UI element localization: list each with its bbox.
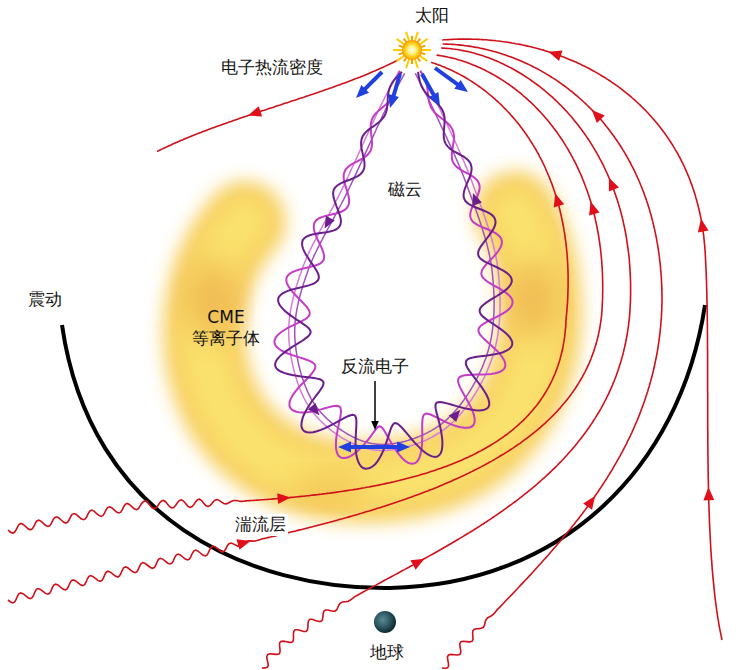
arrowhead bbox=[698, 219, 709, 233]
counterstreaming-label: 反流电子 bbox=[341, 356, 409, 377]
flux-rope bbox=[274, 71, 512, 469]
arrow-line bbox=[435, 68, 460, 86]
arrowhead bbox=[592, 110, 605, 123]
arrowhead bbox=[388, 94, 398, 108]
shock-label: 震动 bbox=[28, 289, 62, 310]
arrow-line bbox=[348, 445, 399, 449]
rope-axis-line bbox=[289, 71, 500, 451]
field-line bbox=[262, 48, 631, 668]
arrowhead bbox=[248, 106, 262, 116]
arrowhead bbox=[449, 410, 461, 422]
earth-label: 地球 bbox=[370, 642, 404, 663]
magnetic-cloud-label: 磁云 bbox=[388, 179, 422, 200]
earth-symbol bbox=[374, 611, 396, 633]
arrowhead bbox=[397, 442, 410, 453]
arrowhead bbox=[325, 216, 335, 229]
sun-label: 太阳 bbox=[415, 5, 449, 26]
arrow-line bbox=[374, 381, 376, 423]
electron-arrows bbox=[338, 68, 468, 452]
arrowhead bbox=[454, 80, 468, 92]
field-line bbox=[8, 62, 568, 533]
field-lines bbox=[8, 39, 722, 668]
arrowhead bbox=[589, 201, 599, 215]
arrowhead bbox=[338, 442, 351, 453]
arrowhead bbox=[554, 193, 564, 207]
arrowhead bbox=[308, 403, 320, 415]
arrow-line bbox=[393, 74, 400, 98]
arrowhead bbox=[429, 92, 440, 106]
shock-front bbox=[62, 305, 705, 588]
arrowhead bbox=[548, 51, 562, 61]
arrowhead bbox=[356, 85, 369, 98]
arrowhead bbox=[410, 559, 424, 570]
field-line bbox=[8, 55, 603, 603]
arrow-line bbox=[422, 74, 435, 97]
arrowhead bbox=[472, 193, 481, 206]
arrowhead bbox=[277, 493, 290, 504]
arrowhead bbox=[583, 496, 595, 510]
cme-plasma-label: CME 等离子体 bbox=[187, 307, 265, 350]
arrow-line bbox=[363, 72, 382, 91]
arrowhead bbox=[703, 487, 714, 500]
arrowhead bbox=[609, 178, 619, 192]
arrowhead bbox=[236, 539, 250, 550]
sun-symbol bbox=[393, 32, 431, 68]
sun-disc bbox=[402, 40, 422, 60]
arrowhead bbox=[371, 421, 379, 430]
helical-field-line bbox=[275, 72, 512, 469]
heat-flux-label: 电子热流密度 bbox=[221, 57, 323, 78]
turbulent-layer-label: 湍流层 bbox=[233, 514, 288, 535]
